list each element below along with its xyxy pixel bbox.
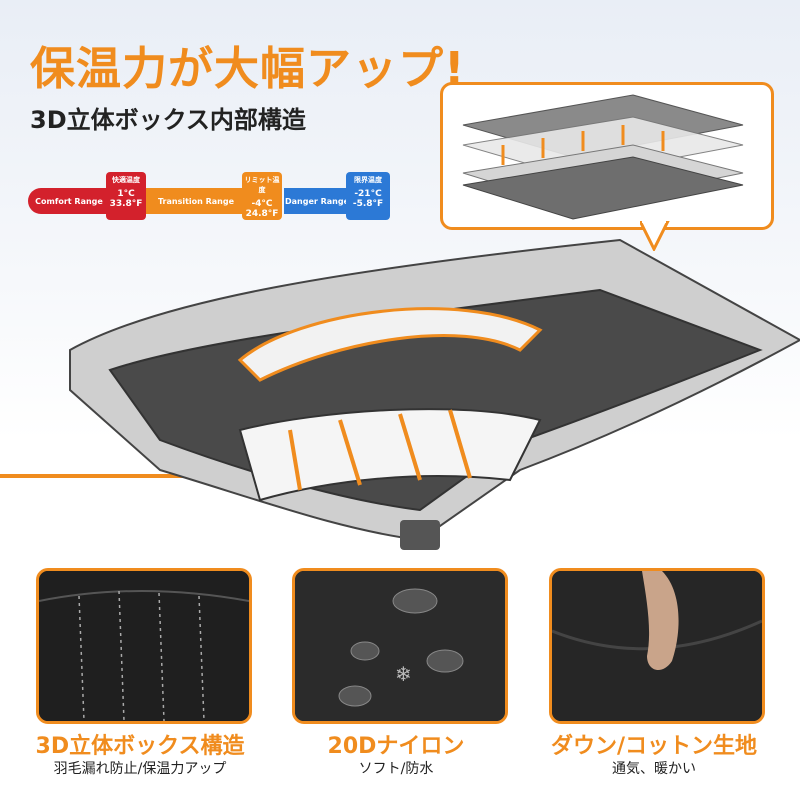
feature-card-nylon: ❄ (292, 568, 508, 724)
danger-range-bar: Danger Range (284, 188, 350, 214)
comfort-title: 快適温度 (112, 176, 140, 184)
feature-title-down-cotton: ダウン/コットン生地 (550, 734, 758, 759)
limit-temp-box: リミット温度 -4°C 24.8°F (242, 172, 282, 220)
danger-range-label: Danger Range (284, 196, 350, 206)
comfort-fahrenheit: 33.8°F (109, 199, 143, 209)
transition-range-label: Transition Range (157, 196, 235, 206)
temperature-scale: Comfort Range Transition Range Danger Ra… (28, 170, 390, 220)
feature-title-3d-box: 3D立体ボックス構造 (35, 734, 245, 759)
extreme-temp-box: 限界温度 -21°C -5.8°F (346, 172, 390, 220)
extreme-fahrenheit: -5.8°F (352, 199, 384, 209)
limit-fahrenheit: 24.8°F (245, 209, 279, 219)
feature-subtitle-nylon: ソフト/防水 (358, 761, 434, 777)
feature-card-3d-box (36, 568, 252, 724)
layer-diagram (462, 94, 744, 220)
feature-title-nylon: 20Dナイロン (327, 734, 465, 759)
extreme-celsius: -21°C (354, 189, 382, 199)
limit-title: リミット温度 (244, 176, 280, 194)
comfort-range-bar: Comfort Range (28, 188, 110, 214)
subheading: 3D立体ボックス内部構造 (30, 106, 306, 134)
extreme-title: 限界温度 (354, 176, 382, 184)
hand-pressing-fabric-icon (552, 571, 762, 721)
water-droplets-fabric-icon: ❄ (295, 571, 505, 721)
bag-pull-tab (400, 520, 440, 550)
quilted-black-bag-icon (39, 571, 249, 721)
comfort-temp-box: 快適温度 1°C 33.8°F (106, 172, 146, 220)
callout-pointer (640, 221, 670, 251)
comfort-range-label: Comfort Range (35, 196, 103, 206)
limit-celsius: -4°C (251, 199, 273, 209)
svg-text:❄: ❄ (395, 662, 412, 686)
headline: 保温力が大幅アップ! (30, 42, 466, 95)
sleeping-bag-illustration (69, 238, 800, 550)
feature-card-down-cotton (549, 568, 765, 724)
comfort-celsius: 1°C (117, 189, 135, 199)
feature-subtitle-down-cotton: 通気、暖かい (612, 761, 696, 777)
feature-subtitle-3d-box: 羽毛漏れ防止/保温力アップ (53, 761, 227, 777)
transition-range-bar: Transition Range (146, 188, 246, 214)
layer-callout (440, 82, 774, 230)
